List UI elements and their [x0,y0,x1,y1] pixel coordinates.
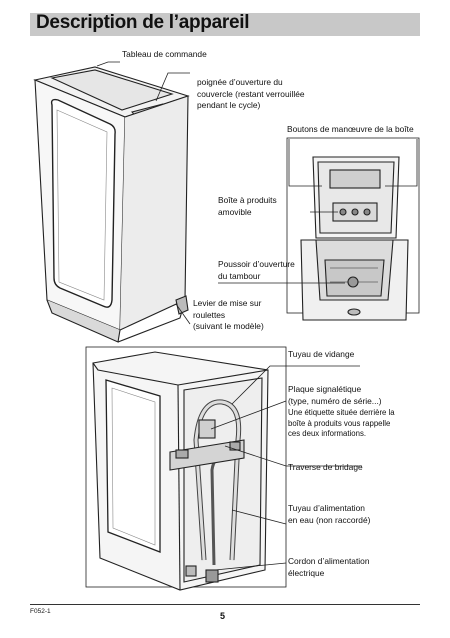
label-wheel-lever: Levier de mise sur roulettes (suivant le… [193,298,264,333]
document-code: F052-1 [30,608,51,615]
label-drum-push: Poussoir d’ouverture du tambour [218,259,295,282]
label-line: couvercle (restant verrouillée [197,88,305,99]
label-line: (type, numéro de série...) [288,395,382,406]
label-line: Tableau de commande [122,49,207,59]
label-drum-buttons: Boutons de manœuvre de la boîte [287,124,414,136]
label-line: Boîte à produits [218,195,277,205]
label-line: ces deux informations. [288,429,367,438]
label-water-inlet: Tuyau d’alimentation en eau (non raccord… [288,503,370,526]
label-line: poignée d’ouverture du [197,77,283,87]
label-line: en eau (non raccordé) [288,514,371,525]
label-rating-note: Une étiquette située derrière la boîte à… [288,408,395,440]
label-power-cord: Cordon d’alimentation électrique [288,556,369,579]
label-line: Tuyau de vidange [288,349,355,359]
label-line: du tambour [218,270,261,281]
label-line: Tuyau d’alimentation [288,503,365,513]
label-rating-plate: Plaque signalétique (type, numéro de sér… [288,384,382,407]
footer-rule [30,604,420,605]
label-line: Une étiquette située derrière la [288,408,395,417]
label-drain-hose: Tuyau de vidange [288,349,354,361]
label-line: Boutons de manœuvre de la boîte [287,124,414,134]
label-line: Cordon d’alimentation [288,556,370,566]
label-line: Levier de mise sur [193,298,262,308]
label-line: (suivant le modèle) [193,321,264,331]
label-line: pendant le cycle) [197,100,261,110]
label-line: amovible [218,206,252,217]
label-line: roulettes [193,309,226,320]
label-line: Poussoir d’ouverture [218,259,295,269]
label-line: Traverse de bridage [288,462,363,472]
label-control-panel: Tableau de commande [122,49,207,61]
label-lid-handle: poignée d’ouverture du couvercle (restan… [197,77,305,112]
label-dispenser: Boîte à produits amovible [218,195,277,218]
page-number: 5 [220,611,226,621]
label-line: électrique [288,567,325,578]
page-title: Description de l’appareil [36,12,250,33]
label-transport-bar: Traverse de bridage [288,462,363,474]
label-line: Plaque signalétique [288,384,362,394]
label-line: boîte à produits vous rappelle [288,418,391,428]
title-bar [30,13,420,36]
